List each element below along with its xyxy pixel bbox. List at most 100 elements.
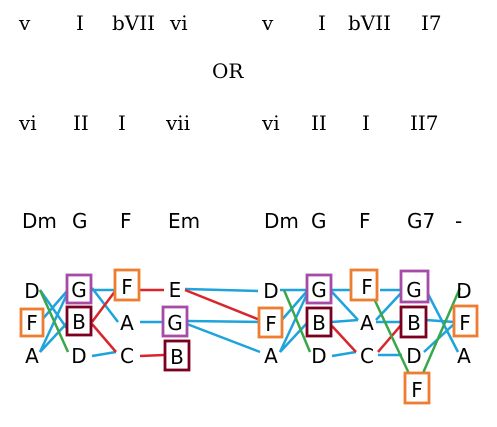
blue-line [331, 350, 357, 358]
note-box-f [113, 268, 141, 302]
note-b: B [312, 311, 326, 335]
roman-label: bVII [348, 11, 391, 35]
green-line [418, 287, 462, 381]
chord-label: G [72, 209, 88, 233]
chord-label: Em [168, 209, 200, 233]
note-f: F [361, 275, 373, 299]
roman-label: vi [169, 11, 188, 35]
note-b: B [170, 345, 184, 369]
blue-line [279, 289, 309, 323]
note-d: D [263, 279, 278, 303]
roman-label: vi [261, 111, 280, 135]
blue-line [38, 289, 70, 331]
note-a: A [457, 344, 471, 368]
roman-label: I [76, 11, 84, 35]
note-box-f [403, 371, 431, 405]
blue-line [375, 291, 403, 321]
green-line [368, 289, 414, 381]
blue-line [279, 321, 309, 353]
roman-label: I [118, 111, 126, 135]
chord-label: G7 [407, 209, 435, 233]
red-line [91, 323, 117, 353]
roman-label: bVII [112, 11, 155, 35]
note-b: B [407, 311, 421, 335]
red-line [91, 289, 117, 323]
blue-line [425, 318, 455, 324]
note-g: G [311, 278, 327, 302]
note-d: D [24, 279, 39, 303]
note-box-f [257, 306, 284, 339]
note-f: F [411, 378, 423, 402]
red-line [331, 325, 357, 353]
chord-label: Dm [264, 209, 299, 233]
note-a: A [120, 311, 134, 335]
blue-line [331, 318, 359, 324]
chord-label: Dm [22, 209, 57, 233]
note-box-g [305, 273, 333, 305]
note-box-b [163, 339, 191, 372]
roman-label: v [261, 11, 274, 35]
roman-label: v [18, 11, 31, 35]
note-d: D [406, 344, 421, 368]
green-line [38, 289, 70, 353]
note-box-f [452, 304, 479, 338]
note-a: A [360, 311, 374, 335]
roman-label: I [318, 11, 326, 35]
note-a: A [25, 344, 39, 368]
blue-line [331, 291, 359, 321]
blue-line [186, 319, 261, 324]
notes: D F A G B D F A C E G B D F A G B D F A … [24, 275, 471, 402]
voice-lines [38, 287, 462, 381]
blue-line [91, 350, 117, 358]
roman-label: II [73, 111, 89, 135]
note-box-f [19, 307, 45, 338]
note-boxes [19, 268, 479, 405]
note-g: G [71, 278, 87, 302]
note-box-g [399, 269, 430, 304]
note-f: F [26, 311, 38, 335]
note-c: C [120, 344, 134, 368]
note-g: G [167, 311, 183, 335]
blue-line [39, 289, 69, 323]
blue-line [39, 321, 69, 353]
note-box-b [399, 305, 428, 339]
chord-label: G [311, 209, 327, 233]
roman-row-2: vi II I vii vi II I II7 [18, 111, 439, 135]
note-c: C [360, 344, 374, 368]
blue-line [278, 291, 310, 353]
note-box-b [65, 305, 93, 337]
note-d: D [71, 344, 86, 368]
or-label: OR [212, 59, 244, 83]
roman-label: vi [18, 111, 37, 135]
chord-label: F [359, 209, 371, 233]
note-d: D [311, 344, 326, 368]
red-line [184, 288, 261, 322]
note-box-g [161, 305, 189, 338]
blue-line [184, 287, 259, 293]
note-f: F [459, 311, 471, 335]
note-g: G [406, 278, 422, 302]
chord-label: F [120, 209, 132, 233]
roman-label: I7 [421, 11, 442, 35]
chord-label: - [455, 209, 462, 233]
red-line [139, 353, 165, 358]
blue-line [186, 322, 261, 354]
note-b: B [72, 310, 86, 334]
note-d: D [456, 279, 471, 303]
roman-row-1: v I bVII vi v I bVII I7 [18, 11, 442, 35]
note-f: F [121, 275, 133, 299]
note-a: A [264, 344, 278, 368]
note-e: E [169, 278, 182, 302]
roman-label: vii [165, 111, 190, 135]
note-box-b [305, 306, 333, 338]
note-box-g [65, 273, 93, 305]
chord-row: Dm G F Em Dm G F G7 - [22, 209, 462, 233]
note-f: F [265, 312, 277, 336]
green-line [282, 289, 312, 353]
roman-label: II [311, 111, 327, 135]
roman-label: II7 [410, 111, 439, 135]
note-box-f [349, 268, 379, 302]
roman-label: I [362, 111, 370, 135]
